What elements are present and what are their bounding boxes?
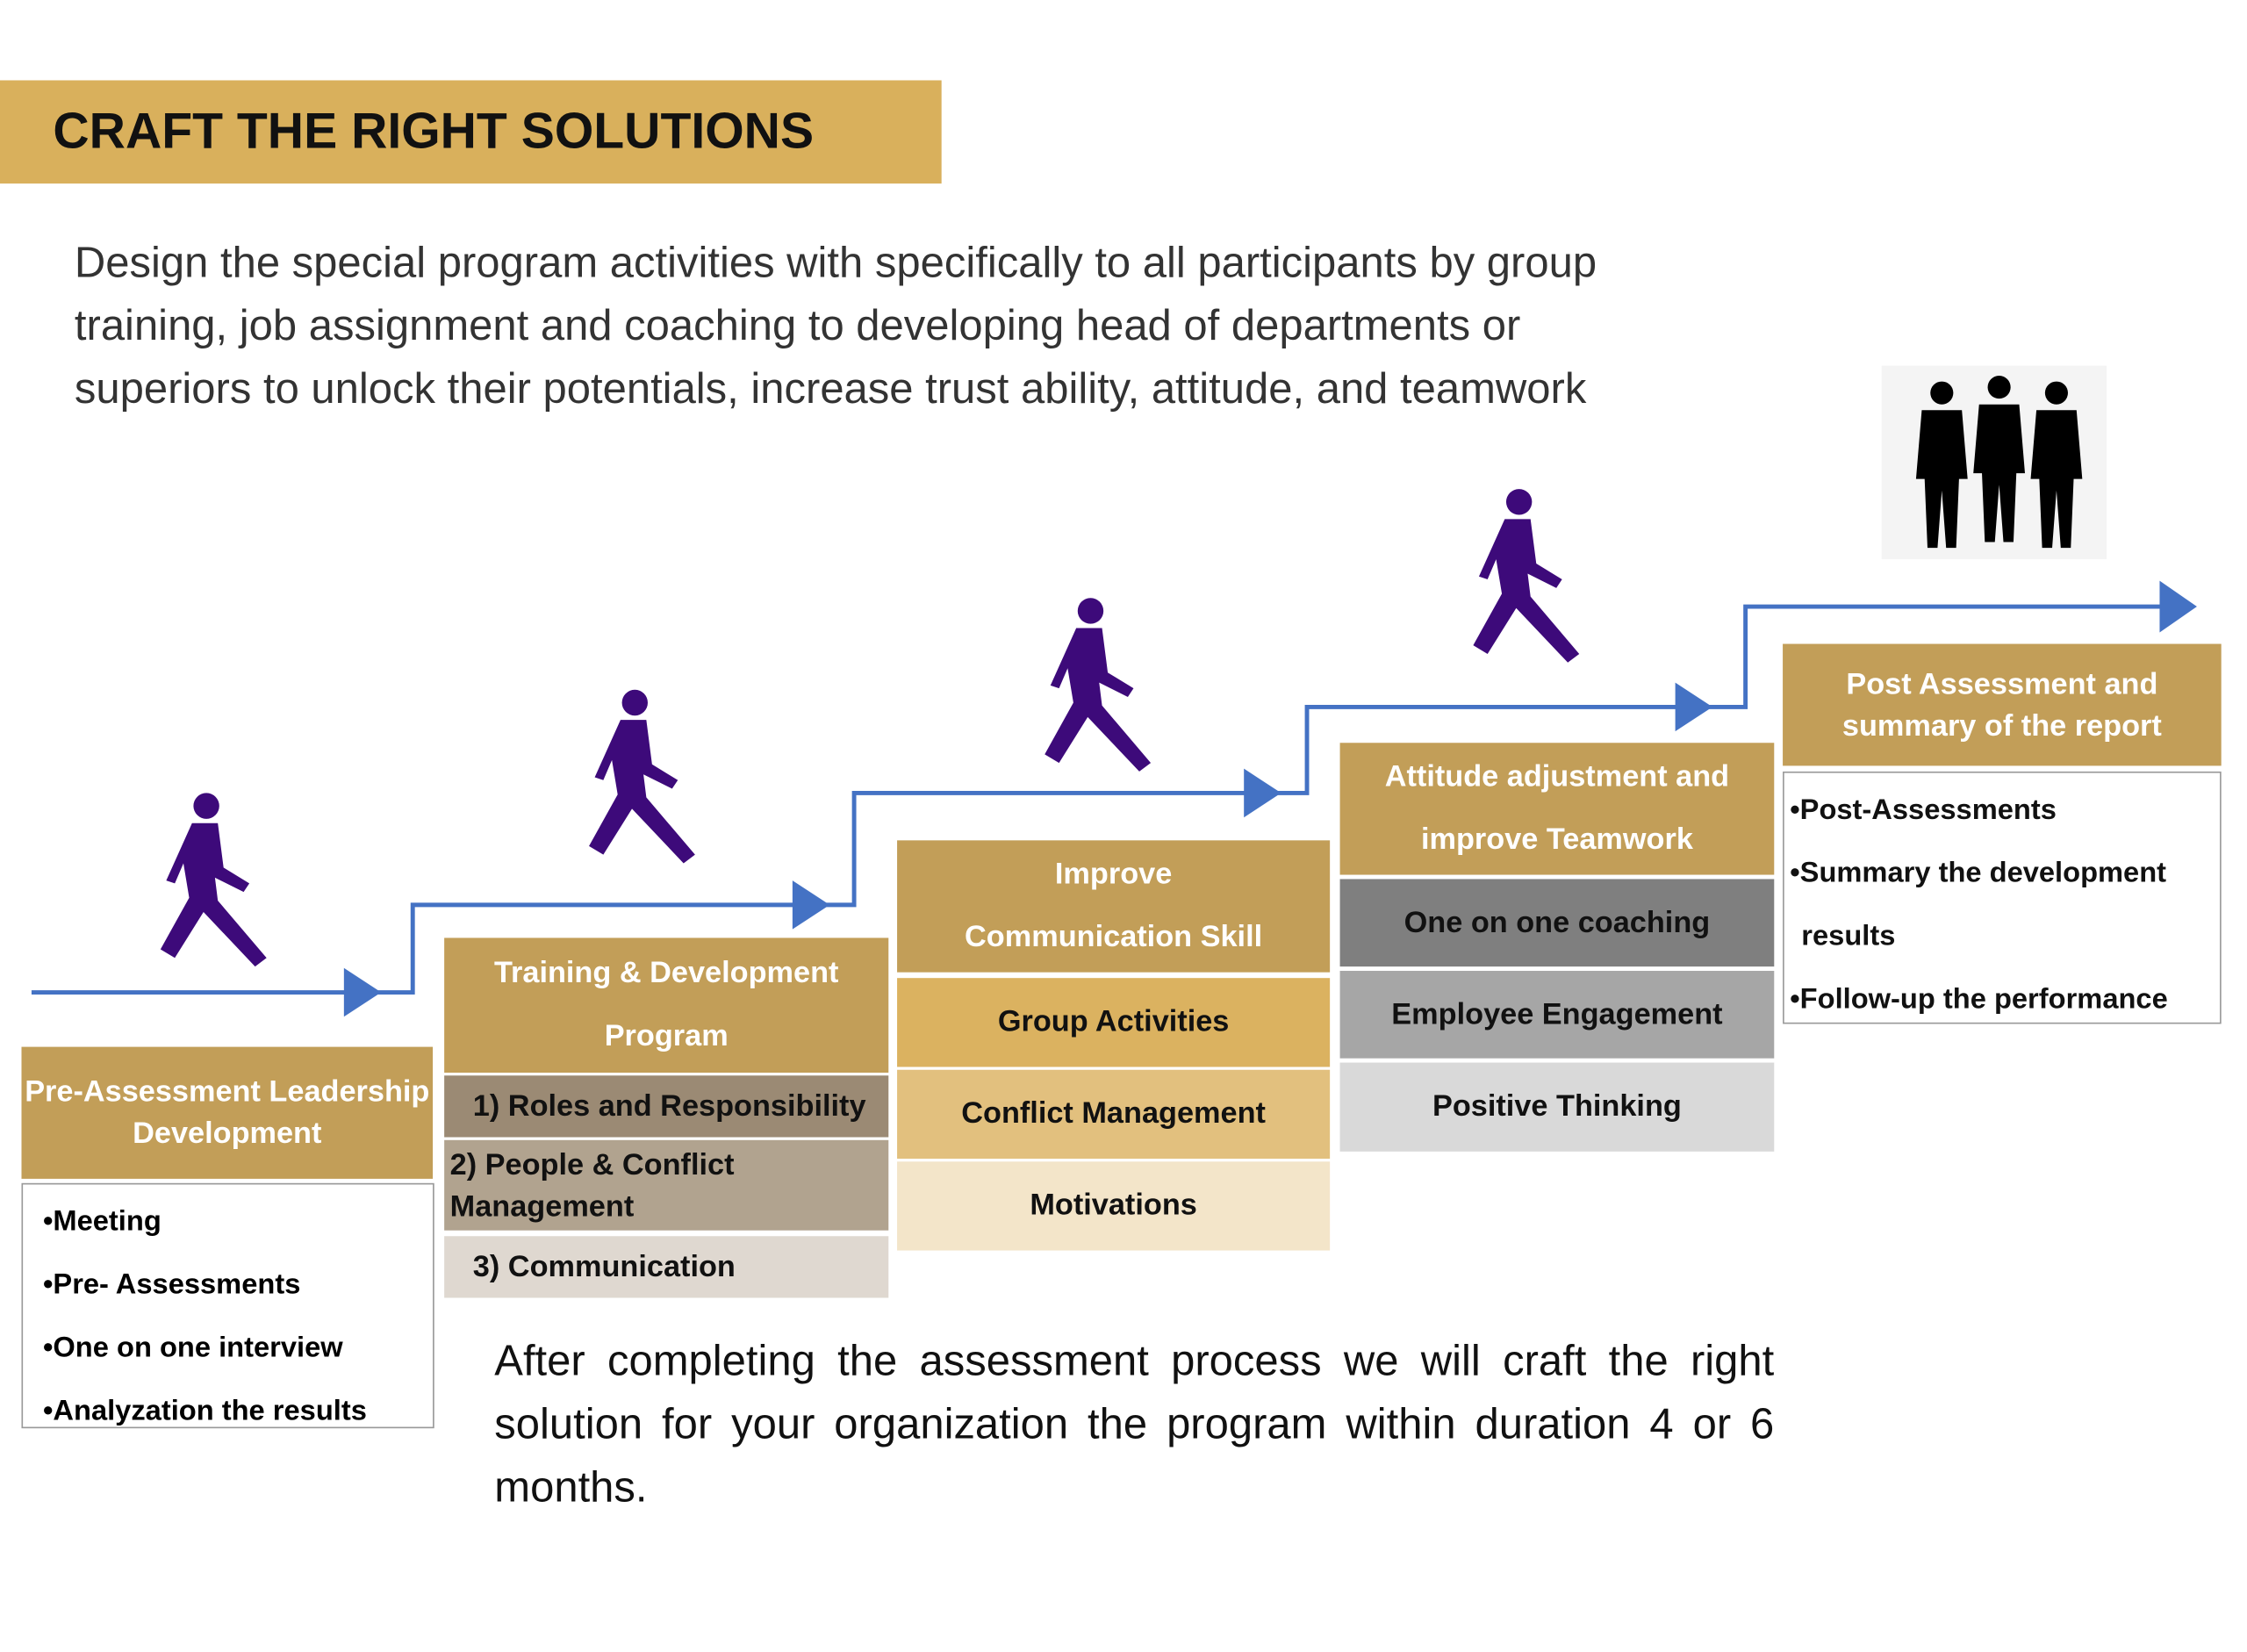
intro-text: Design the special program activities wi…: [74, 239, 1597, 413]
list-item: •One on one interview: [42, 1332, 343, 1364]
list-item: •Meeting: [42, 1205, 162, 1238]
step2-row: 3) Communication: [444, 1236, 889, 1298]
step4-row: Employee Engagement: [1339, 971, 1775, 1059]
list-item: results: [1801, 920, 1896, 952]
walker-icon: [160, 793, 267, 967]
walker-icon: [1473, 489, 1580, 663]
title-band: CRAFT THE RIGHT SOLUTIONS: [0, 80, 942, 184]
list-item: •Post-Assessments: [1790, 794, 2057, 827]
list-item: •Analyzation the results: [42, 1395, 367, 1427]
step4-row: Positive Thinking: [1339, 1062, 1775, 1152]
step1-header: Pre-Assessment Leadership Development: [21, 1046, 434, 1179]
list-item: •Summary the development: [1790, 857, 2167, 889]
list-item: •Pre- Assessments: [42, 1268, 301, 1301]
step5-header: Post Assessment and summary of the repor…: [1783, 643, 2222, 766]
outro-text: After completing the assessment process …: [494, 1338, 1775, 1512]
walker-icon: [1045, 598, 1152, 772]
step2-row: 2) People & Conflict Management: [444, 1139, 889, 1231]
list-item: •Follow-up the performance: [1790, 983, 2168, 1016]
step3-row: Motivations: [897, 1161, 1331, 1251]
step4-row: One on one coaching: [1339, 879, 1775, 967]
step5-list: •Post-Assessments •Summary the developme…: [1783, 771, 2222, 1024]
step3-row: Conflict Management: [897, 1069, 1331, 1160]
step2-header: Training & Development Program: [444, 937, 889, 1074]
step2-row: 1) Roles and Responsibility: [444, 1075, 889, 1138]
page-title: CRAFT THE RIGHT SOLUTIONS: [53, 103, 815, 160]
step3-row: Group Activities: [897, 978, 1331, 1067]
step1-list: •Meeting •Pre- Assessments •One on one i…: [21, 1182, 434, 1429]
step4-header: Attitude adjustment and improve Teamwork: [1339, 743, 1775, 875]
walker-icon: [589, 689, 695, 864]
step3-header: Improve Communication Skill: [897, 840, 1331, 973]
